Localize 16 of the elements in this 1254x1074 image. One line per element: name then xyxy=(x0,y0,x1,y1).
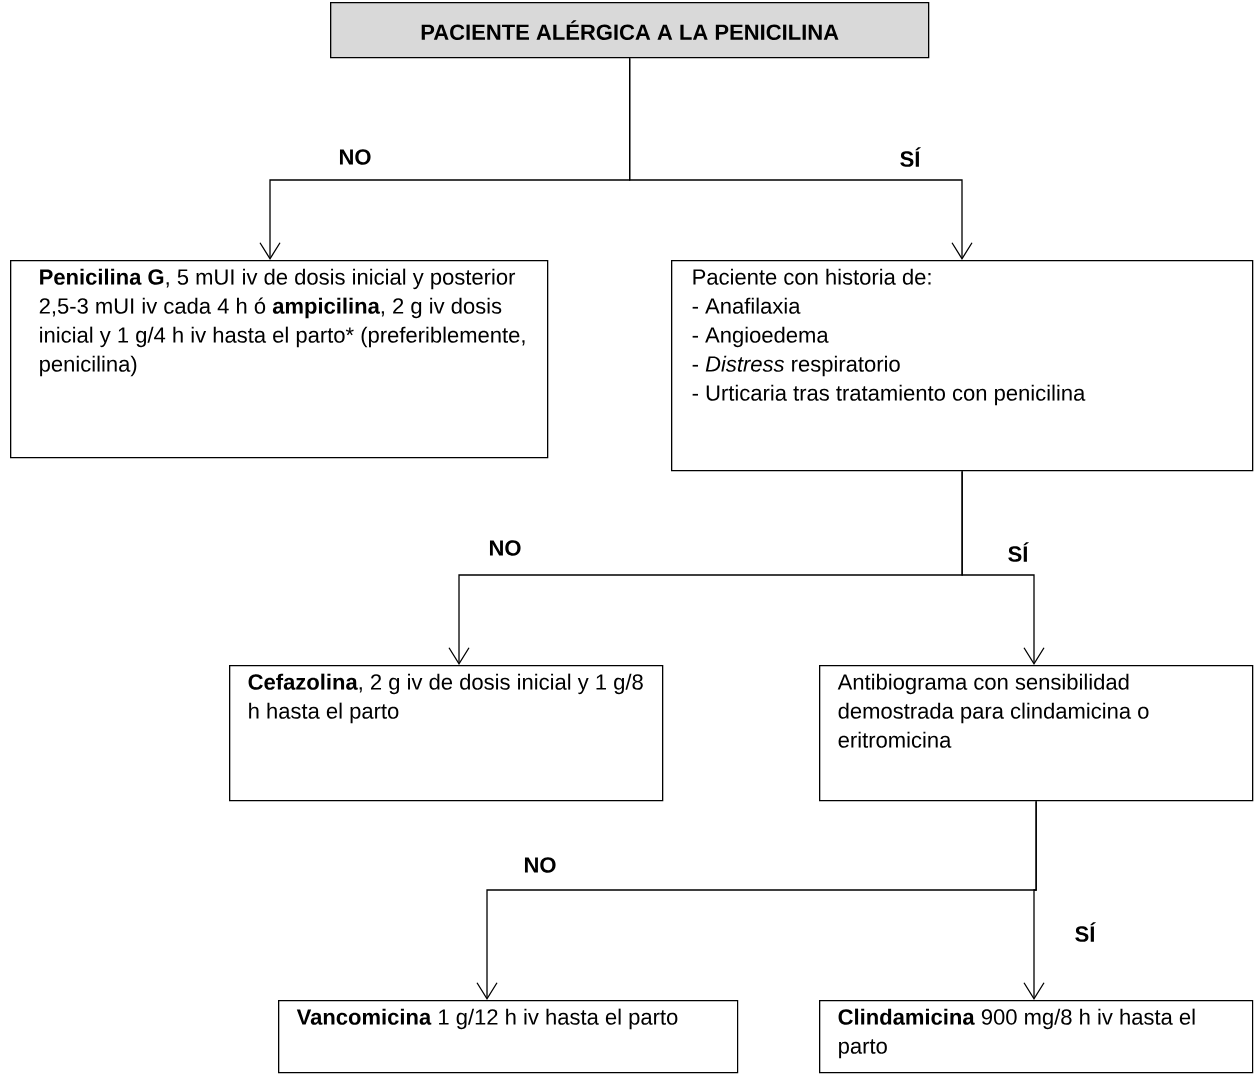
process-box: Vancomicina 1 g/12 h iv hasta el parto xyxy=(278,1000,739,1074)
edge-label: NO xyxy=(490,540,521,556)
process-box: Clindamicina 900 mg/8 h iv hasta el parto xyxy=(819,1000,1254,1074)
process-box: Penicilina G, 5 mUI iv de dosis inicial y posterior 2,5-3 mUI iv cada 4 h ó ampicilina, 2 g iv dosis inicial y 1 g/4 h iv hasta el parto* (preferiblemente, penicilina) xyxy=(10,260,549,459)
edge-label: SÍ xyxy=(1008,542,1029,562)
edge-label: NO xyxy=(525,857,556,873)
edge-label: NO xyxy=(340,149,371,165)
title-box: PACIENTE ALÉRGICA A LA PENICILINA xyxy=(330,2,930,59)
process-box: Antibiograma con sensibilidad demostrada para clindamicina o eritromicina xyxy=(819,665,1254,802)
arrow xyxy=(961,470,1045,665)
process-box: Cefazolina, 2 g iv de dosis inicial y 1 g/8 h hasta el parto xyxy=(229,665,664,802)
process-box: Paciente con historia de: - Anafilaxia - Angioedema - Distress respiratorio - Urticaria tras tratamiento con penicilina xyxy=(671,260,1254,472)
arrow xyxy=(629,57,973,260)
arrow xyxy=(1023,800,1045,1000)
edge-label: SÍ xyxy=(1075,922,1096,942)
edge-label: SÍ xyxy=(900,147,921,167)
